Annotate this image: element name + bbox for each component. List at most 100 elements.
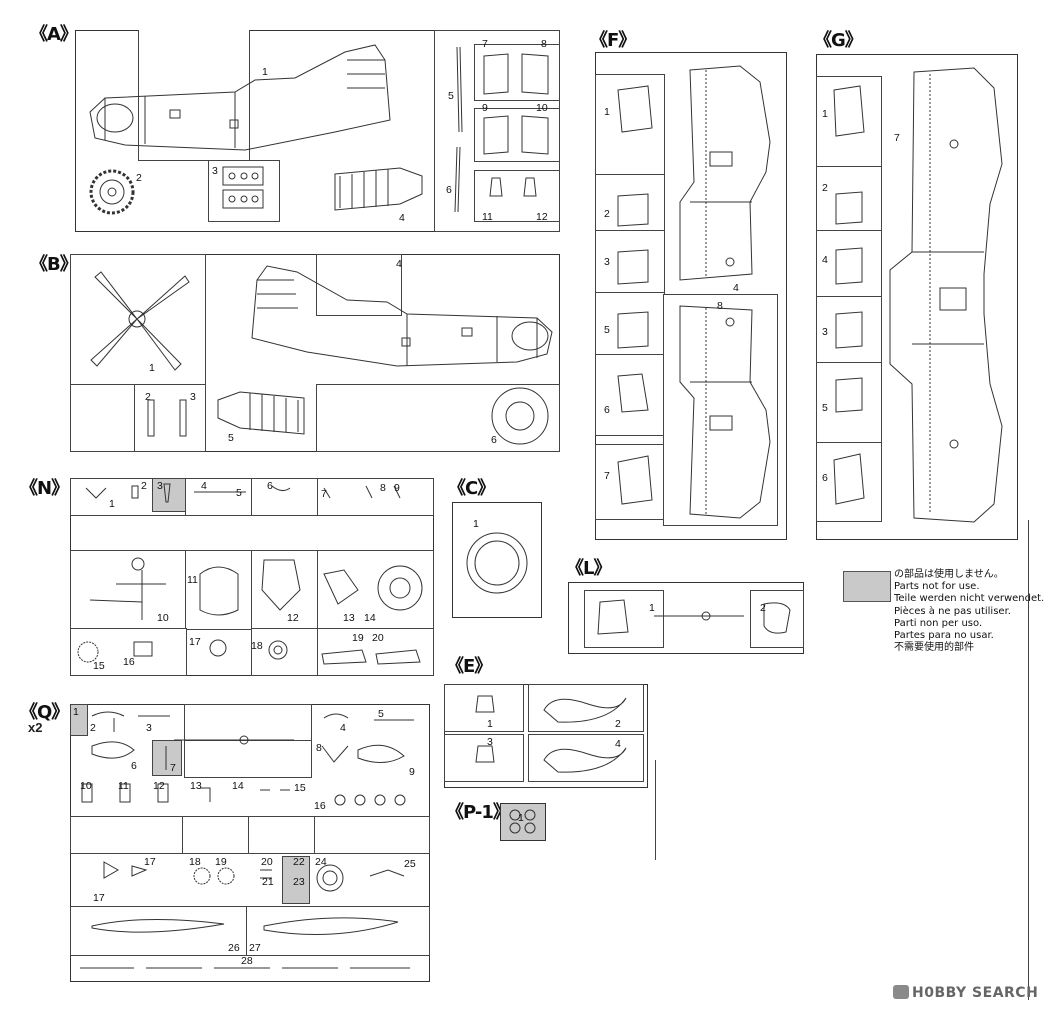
sprue-b-part-number: 1 — [149, 362, 155, 374]
sprue-a-part-number: 10 — [536, 102, 548, 114]
sprue-b-cell — [70, 384, 136, 452]
sprue-q-part-number: 15 — [294, 782, 306, 794]
sprue-q-part-number: 23 — [293, 876, 305, 888]
sprue-q-cell — [70, 906, 248, 956]
sprue-q-part-number: 17 — [93, 892, 105, 904]
sprue-a-part-number: 9 — [482, 102, 488, 114]
sprue-a-part-number: 12 — [536, 211, 548, 223]
sprue-p1-label: 《P-1》 — [446, 802, 511, 823]
sprue-g-cell — [816, 296, 882, 364]
sprue-b-part-number: 3 — [190, 391, 196, 403]
sprue-n-cell — [70, 628, 187, 676]
sprue-b-part-number: 2 — [145, 391, 151, 403]
sprue-n-part-number: 17 — [189, 636, 201, 648]
sprue-f-part-number: 1 — [604, 106, 610, 118]
sprue-n-part-number: 20 — [372, 632, 384, 644]
small-parts-icon — [77, 483, 423, 665]
sprue-g-part-number: 4 — [822, 254, 828, 266]
bracket-icon — [147, 399, 187, 437]
unused-part-cell — [282, 856, 310, 904]
sprue-g-part-number: 2 — [822, 182, 828, 194]
sprue-e-part-number: 1 — [487, 718, 493, 730]
fuselage-half-icon — [251, 265, 553, 367]
sprue-n-part-number: 1 — [109, 498, 115, 510]
sprue-a-part-number: 3 — [212, 165, 218, 177]
sprue-n-cell — [317, 550, 434, 630]
sprue-g-part-number: 6 — [822, 472, 828, 484]
sprue-c-label: 《C》 — [448, 478, 495, 499]
unused-parts-legend: の部品は使用しません。 Parts not for use. Teile wer… — [894, 569, 1044, 654]
sprue-b-part-number: 5 — [228, 432, 234, 444]
sprue-q-part-number: 27 — [249, 942, 261, 954]
sprue-q-part-number: 4 — [340, 722, 346, 734]
fuselage-half-icon — [89, 44, 391, 151]
wing-upper-icon — [679, 65, 771, 281]
strut-icon — [454, 46, 463, 213]
sprue-q-part-number: 8 — [316, 742, 322, 754]
sprue-b-cell — [316, 384, 560, 452]
legend-line: の部品は使用しません。 — [894, 569, 1004, 580]
sprue-q-part-number: 10 — [80, 780, 92, 792]
sprue-n-part-number: 15 — [93, 660, 105, 672]
sprue-e-cell — [528, 734, 644, 782]
sprue-q-part-number: 20 — [261, 856, 273, 868]
crop-mark — [1028, 520, 1029, 1000]
sprue-a-cell — [208, 160, 280, 222]
legend-line: 不需要使用的部件 — [894, 642, 974, 654]
sprue-q-part-number: 16 — [314, 800, 326, 812]
unused-part-cell — [500, 803, 546, 841]
sprue-q-part-number: 13 — [190, 780, 202, 792]
legend-line: Partes para no usar. — [894, 630, 994, 642]
sprue-q-part-number: 2 — [90, 722, 96, 734]
sprue-b-part-number: 6 — [491, 434, 497, 446]
legend-line: Teile werden nicht verwendet. — [894, 593, 1045, 605]
sprue-q-part-number: 21 — [262, 876, 274, 888]
sprue-a-part-number: 7 — [482, 38, 488, 50]
sprue-q-part-number: 3 — [146, 722, 152, 734]
sprue-l-cell — [750, 590, 804, 648]
sprue-q-cell — [70, 816, 184, 854]
sprue-g-part-number: 1 — [822, 108, 828, 120]
wheel-icon — [89, 169, 135, 215]
sprue-n-part-number: 12 — [287, 612, 299, 624]
stabilizer-icon — [334, 167, 423, 211]
sprue-q-part-number: 28 — [241, 955, 253, 967]
sprue-e-cell — [528, 684, 644, 732]
sprue-f-part-number: 8 — [717, 300, 723, 312]
sprue-a-cell — [474, 170, 560, 222]
sprue-e-cell — [444, 684, 524, 732]
watermark-text: H0BBY SEARCH — [912, 985, 1039, 1001]
sprue-n-part-number: 11 — [187, 574, 198, 586]
sprue-q-part-number: 24 — [315, 856, 327, 868]
unused-parts-swatch — [843, 571, 891, 602]
sprue-q-part-number: 19 — [215, 856, 227, 868]
sprue-q-part-number: 11 — [118, 780, 129, 792]
sprue-a-part-number: 1 — [262, 66, 268, 78]
sprue-n-part-number: 3 — [157, 480, 163, 492]
sprue-n-cell — [70, 550, 187, 630]
sprue-e-part-number: 3 — [487, 736, 493, 748]
sprue-a-label: 《A》 — [30, 24, 78, 45]
sprue-a-part-number: 4 — [399, 212, 405, 224]
legend-line: Parti non per uso. — [894, 617, 983, 629]
canopy-ring-icon — [466, 532, 528, 594]
sprue-a-cell — [474, 108, 560, 162]
sprue-c-part-number: 1 — [473, 518, 479, 530]
sprue-q-part-number: 14 — [232, 780, 244, 792]
sprue-a-part-number: 8 — [541, 38, 547, 50]
sprue-f-part-number: 3 — [604, 256, 610, 268]
sprue-f-cell — [663, 294, 778, 526]
sprue-l-label: 《L》 — [566, 558, 611, 579]
ordnance-parts-icon — [80, 711, 414, 969]
sprue-e-cell — [444, 734, 524, 782]
sprue-n-part-number: 9 — [394, 482, 400, 494]
sprue-f-part-number: 4 — [733, 282, 739, 294]
sprue-b-label: 《B》 — [30, 254, 78, 275]
sprue-q-cell — [314, 816, 430, 854]
sprue-f-cell — [595, 354, 665, 436]
legend-line: Pièces à ne pas utiliser. — [894, 605, 1011, 617]
sprue-g-cell — [816, 442, 882, 522]
sprue-q-part-number: 5 — [378, 708, 384, 720]
sprue-l-part-number: 2 — [760, 602, 766, 614]
sprue-f-cell — [595, 292, 665, 356]
